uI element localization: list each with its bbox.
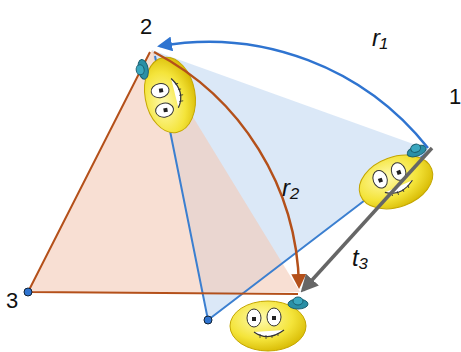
rotation-symbol: r₁ [372, 26, 388, 50]
rotation-symbol: r₂ [282, 176, 299, 200]
smiley-figure [230, 297, 308, 351]
smiley-figure [134, 51, 201, 137]
radius-line [28, 52, 298, 294]
pivot-dot [204, 316, 212, 324]
position-number: 1 [449, 86, 461, 108]
translation-arrow [303, 148, 432, 290]
rotation-wedge [28, 50, 300, 292]
position-number: 2 [140, 16, 152, 38]
pivot-dot [24, 288, 32, 296]
rotation-arc [160, 42, 428, 148]
translation-symbol: t₃ [352, 246, 368, 270]
rotation-arc [154, 52, 299, 286]
position-number: 3 [6, 290, 18, 312]
